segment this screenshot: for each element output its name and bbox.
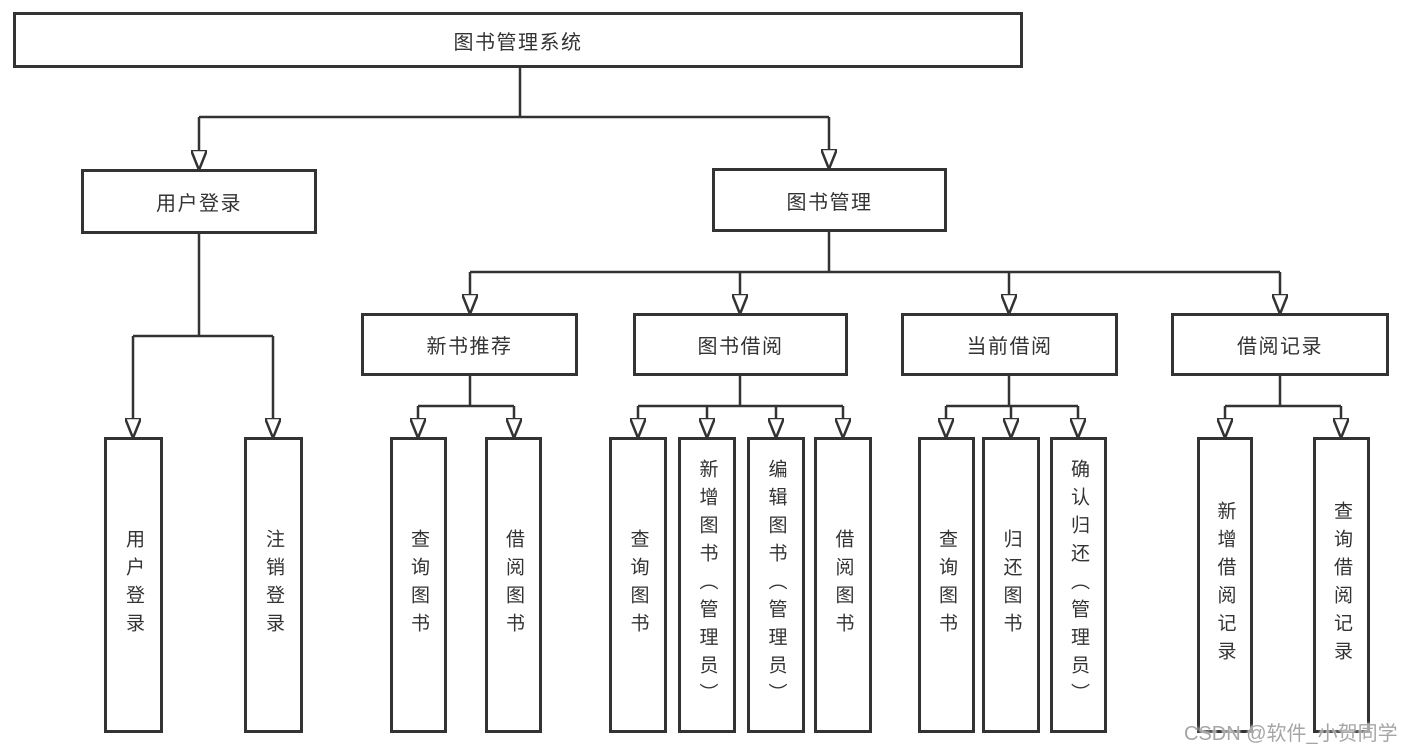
leaf-recommend-borrow-books: 借阅图书 <box>485 437 542 733</box>
leaf-recommend-borrow-books-label: 借阅图书 <box>503 529 524 641</box>
connector-user-login-to-children <box>133 234 273 418</box>
leaf-add-borrow-record-label: 新增借阅记录 <box>1214 501 1236 669</box>
node-borrowing-records-label: 借阅记录 <box>1237 336 1323 358</box>
leaf-add-borrow-record: 新增借阅记录 <box>1197 437 1253 733</box>
leaf-logout: 注销登录 <box>244 437 303 733</box>
leaf-query-borrow-record-label: 查询借阅记录 <box>1331 501 1352 669</box>
leaf-borrowing-borrow-books: 借阅图书 <box>814 437 872 733</box>
node-root: 图书管理系统 <box>13 12 1023 68</box>
leaf-edit-book-admin: 编辑图书（管理员） <box>747 437 805 733</box>
leaf-recommend-query-books: 查询图书 <box>390 437 447 733</box>
leaf-user-login-label: 用户登录 <box>123 529 144 641</box>
node-book-management-label: 图书管理 <box>786 191 873 214</box>
node-book-borrowing: 图书借阅 <box>633 313 848 376</box>
node-borrowing-records: 借阅记录 <box>1171 313 1389 376</box>
leaf-add-book-admin: 新增图书（管理员） <box>678 437 736 733</box>
leaf-query-borrow-record: 查询借阅记录 <box>1313 437 1370 733</box>
node-current-borrowing: 当前借阅 <box>901 313 1118 376</box>
leaf-user-login: 用户登录 <box>104 437 163 733</box>
connector-current-borrowing-to-children <box>946 376 1078 418</box>
node-user-login: 用户登录 <box>81 169 317 234</box>
leaf-return-books: 归还图书 <box>982 437 1040 733</box>
connector-book-management-to-children <box>470 232 1280 294</box>
leaf-borrowing-query-books: 查询图书 <box>609 437 667 733</box>
leaf-borrowing-borrow-books-label: 借阅图书 <box>832 529 854 641</box>
node-new-book-recommend-label: 新书推荐 <box>426 336 513 358</box>
connector-root-to-level2 <box>199 68 829 150</box>
leaf-logout-label: 注销登录 <box>263 529 284 641</box>
node-current-borrowing-label: 当前借阅 <box>966 336 1053 358</box>
leaf-confirm-return-admin-label: 确认归还（管理员） <box>1068 459 1089 711</box>
leaf-current-query-books: 查询图书 <box>918 437 975 733</box>
node-user-login-label: 用户登录 <box>156 193 242 215</box>
leaf-confirm-return-admin: 确认归还（管理员） <box>1050 437 1107 733</box>
leaf-edit-book-admin-label: 编辑图书（管理员） <box>765 459 787 711</box>
leaf-current-query-books-label: 查询图书 <box>936 529 957 641</box>
watermark: CSDN @软件_小贺同学 <box>1184 723 1398 745</box>
leaf-add-book-admin-label: 新增图书（管理员） <box>696 459 718 711</box>
node-new-book-recommend: 新书推荐 <box>361 313 578 376</box>
node-book-borrowing-label: 图书借阅 <box>697 336 784 358</box>
leaf-return-books-label: 归还图书 <box>1000 529 1022 641</box>
connector-new-book-recommend-to-children <box>418 376 514 418</box>
connector-book-borrowing-to-children <box>638 376 843 418</box>
leaf-borrowing-query-books-label: 查询图书 <box>627 529 649 641</box>
node-book-management: 图书管理 <box>712 168 947 232</box>
node-root-label: 图书管理系统 <box>453 31 583 54</box>
leaf-recommend-query-books-label: 查询图书 <box>408 529 429 641</box>
connector-borrowing-records-to-children <box>1225 376 1341 418</box>
